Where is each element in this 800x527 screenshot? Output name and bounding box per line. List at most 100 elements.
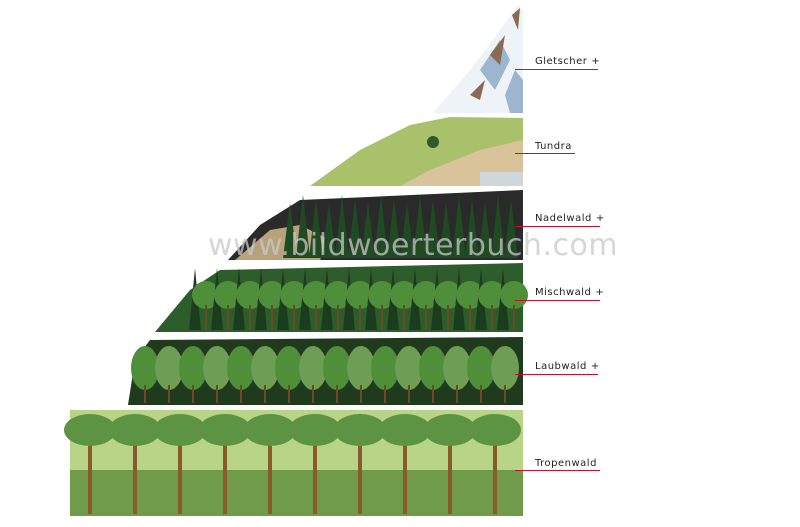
tree [240, 385, 242, 403]
mixed-forest-band [155, 263, 528, 332]
tree [403, 305, 405, 330]
tree [448, 440, 452, 514]
tree [324, 281, 352, 309]
tree [312, 385, 314, 403]
tree [283, 203, 297, 258]
zone-label-laubwald[interactable]: Laubwald+ [535, 361, 600, 372]
tree [419, 346, 447, 390]
tree [443, 346, 471, 390]
glacier-band [433, 5, 523, 113]
tree [268, 440, 272, 514]
tree [504, 385, 506, 403]
tree [469, 414, 521, 446]
tree [205, 305, 207, 330]
tree [337, 305, 339, 330]
tree [361, 203, 375, 258]
tree [374, 195, 388, 258]
tree [192, 385, 194, 403]
tree [491, 195, 505, 258]
expand-plus-icon[interactable]: + [591, 56, 601, 67]
tree [439, 203, 453, 258]
tree [381, 305, 383, 330]
tree [178, 440, 182, 514]
label-text[interactable]: Mischwald [535, 287, 592, 298]
tree [131, 346, 159, 390]
tree [302, 281, 330, 309]
tree [275, 346, 303, 390]
label-text[interactable]: Tropenwald [535, 458, 597, 469]
tree [408, 385, 410, 403]
tree [309, 199, 323, 258]
tree [227, 305, 229, 330]
tree [336, 385, 338, 403]
tree [347, 346, 375, 390]
expand-plus-icon[interactable]: + [590, 361, 600, 372]
label-text[interactable]: Tundra [535, 141, 572, 152]
tree [154, 414, 206, 446]
tree [315, 305, 317, 330]
tree [288, 385, 290, 403]
tree [413, 195, 427, 258]
leader-line [515, 153, 575, 154]
tree [322, 203, 336, 258]
watermark: www.bildwoerterbuch.com [208, 228, 619, 263]
zone-label-mischwald[interactable]: Mischwald+ [535, 287, 604, 298]
zone-label-gletscher[interactable]: Gletscher+ [535, 56, 600, 67]
tropical-forest-band [64, 410, 523, 516]
tree [426, 199, 440, 258]
tree [335, 195, 349, 258]
tree [346, 281, 374, 309]
tree [249, 305, 251, 330]
tree [467, 346, 495, 390]
tree [271, 305, 273, 330]
tree [251, 346, 279, 390]
tree [64, 414, 116, 446]
tree [144, 385, 146, 403]
tree [400, 203, 414, 258]
tree [289, 414, 341, 446]
tree [88, 440, 92, 514]
tree [432, 385, 434, 403]
expand-plus-icon[interactable]: + [595, 213, 605, 224]
tree [179, 346, 207, 390]
zone-label-tropenwald[interactable]: Tropenwald [535, 458, 597, 469]
tree [424, 414, 476, 446]
tree [504, 199, 518, 258]
tree [395, 346, 423, 390]
tree [387, 199, 401, 258]
tree [478, 281, 506, 309]
label-text[interactable]: Laubwald [535, 361, 587, 372]
tree [313, 440, 317, 514]
tree [465, 199, 479, 258]
tree [258, 281, 286, 309]
tree [203, 346, 231, 390]
tundra-band [310, 117, 523, 186]
tree [358, 440, 362, 514]
tree [360, 385, 362, 403]
tree [299, 346, 327, 390]
tree [227, 346, 255, 390]
tree [384, 385, 386, 403]
label-text[interactable]: Gletscher [535, 56, 588, 67]
tree [323, 346, 351, 390]
tree [412, 281, 440, 309]
tree [390, 281, 418, 309]
tree [280, 281, 308, 309]
zone-label-tundra[interactable]: Tundra [535, 141, 572, 152]
tree [192, 281, 220, 309]
tree [155, 346, 183, 390]
tree [493, 440, 497, 514]
tree [216, 385, 218, 403]
tree [456, 385, 458, 403]
tree [168, 385, 170, 403]
tree [359, 305, 361, 330]
zone-label-nadelwald[interactable]: Nadelwald+ [535, 213, 605, 224]
tree [109, 414, 161, 446]
tree [434, 281, 462, 309]
expand-plus-icon[interactable]: + [595, 287, 605, 298]
tree [296, 195, 310, 258]
tree [500, 281, 528, 309]
tree [480, 385, 482, 403]
tree [293, 305, 295, 330]
label-text[interactable]: Nadelwald [535, 213, 592, 224]
